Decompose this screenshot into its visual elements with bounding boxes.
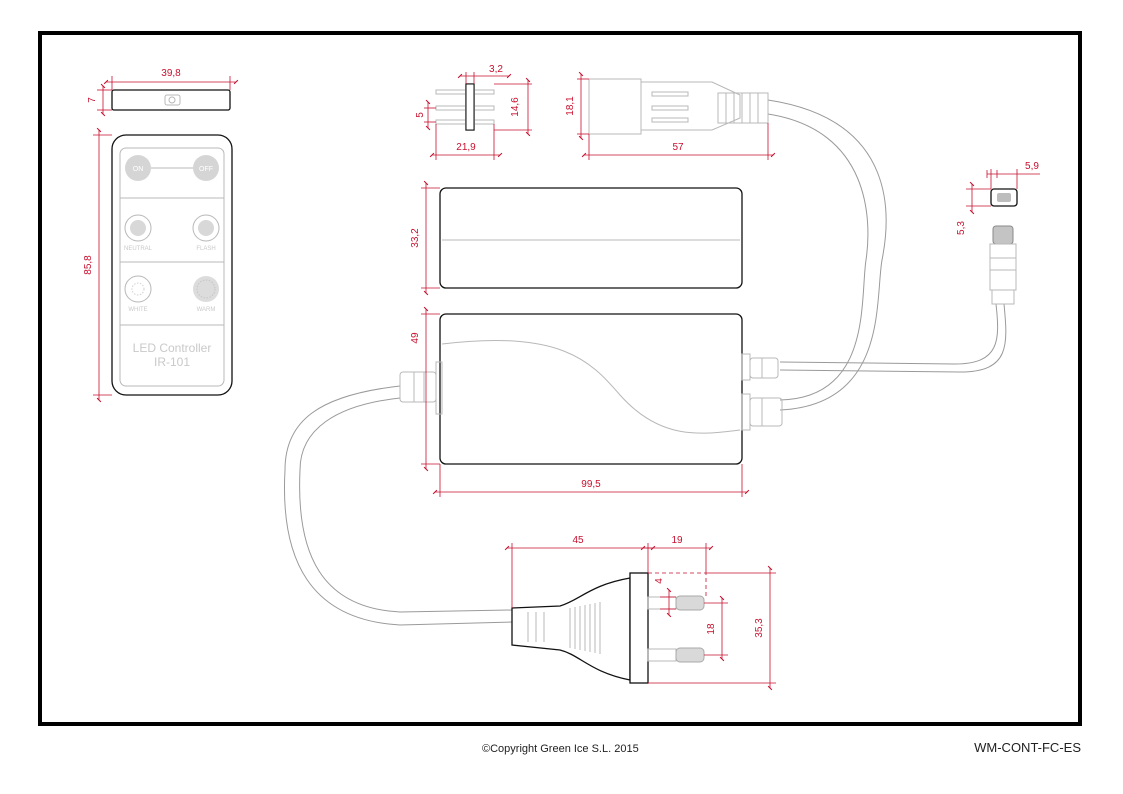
drawing-frame <box>38 31 1082 726</box>
power-cable-outer <box>283 385 513 626</box>
plug-pin-length-dimension: 19 <box>640 535 714 573</box>
dim-pin-width: 3,2 <box>489 64 503 75</box>
controller-height-dimension: 49 <box>410 306 440 472</box>
remote-on-button: ON <box>125 155 151 181</box>
remote-height-dimension: 85,8 <box>83 127 112 403</box>
controller-length-dimension: 99,5 <box>432 464 750 497</box>
dim-output-height: 18,1 <box>565 96 576 116</box>
output-cable-outer <box>767 99 887 411</box>
dim-ir-width: 5,9 <box>1025 161 1039 172</box>
output-connector <box>588 78 769 135</box>
ir-width-dimension: 5,9 <box>986 161 1040 189</box>
ir-height-dimension: 5,3 <box>956 181 991 235</box>
dim-pin-length: 21,9 <box>456 142 476 153</box>
remote-off-button: OFF <box>193 155 219 181</box>
ir-receiver-detail <box>990 188 1018 207</box>
output-cable-inner <box>767 113 869 401</box>
dim-pin-height: 14,6 <box>510 97 521 117</box>
pin-spacing-dimension: 5 <box>415 99 436 131</box>
plug-pin-spacing-dimension: 18 <box>704 595 728 662</box>
remote-front-view: ON OFF NEUTRAL FLASH WHITE WARM LED Cont… <box>111 134 233 396</box>
ir-cable-outer <box>779 303 1007 373</box>
pin-length-dimension: 21,9 <box>429 124 503 160</box>
dim-plug-pin-spacing: 18 <box>706 623 717 635</box>
remote-neutral-button: NEUTRAL <box>124 214 153 252</box>
controller-top-height-dimension: 33,2 <box>410 180 440 296</box>
remote-white-button: WHITE <box>124 275 152 313</box>
remote-width-dimension: 39,8 <box>103 68 239 90</box>
remote-on-label: ON <box>133 166 144 173</box>
dim-plug-pin-diameter: 4 <box>654 578 665 584</box>
remote-model-line2: IR-101 <box>154 355 190 369</box>
pin-height-dimension: 14,6 <box>494 77 532 137</box>
dim-remote-thickness: 7 <box>87 97 98 103</box>
remote-thickness-dimension: 7 <box>87 83 112 117</box>
remote-model-line1: LED Controller <box>133 341 212 355</box>
output-height-dimension: 18,1 <box>565 71 589 141</box>
dim-pin-spacing: 5 <box>415 112 426 118</box>
dim-plug-body-length: 45 <box>572 535 584 546</box>
remote-flash-button: FLASH <box>192 214 220 252</box>
remote-side-view <box>111 89 231 111</box>
dim-ir-height: 5,3 <box>956 221 967 235</box>
pin-width-dimension: 3,2 <box>457 64 512 84</box>
controller-top-view <box>439 187 743 289</box>
remote-neutral-label: NEUTRAL <box>124 246 153 252</box>
controller-front-view <box>399 313 783 465</box>
dim-plug-pin-length: 19 <box>671 535 683 546</box>
dim-remote-height: 85,8 <box>83 255 94 275</box>
output-length-dimension: 57 <box>581 123 776 160</box>
dim-output-length: 57 <box>672 142 684 153</box>
pin-connector <box>435 83 495 131</box>
remote-white-label: WHITE <box>128 307 147 313</box>
remote-flash-label: FLASH <box>196 246 215 252</box>
plug-height-dimension: 35,3 <box>648 565 776 691</box>
dim-controller-height: 49 <box>410 332 421 344</box>
dim-remote-width: 39,8 <box>161 68 181 79</box>
dim-controller-length: 99,5 <box>581 479 601 490</box>
copyright-text: ©Copyright Green Ice S.L. 2015 <box>482 743 639 755</box>
power-cable-inner <box>299 397 513 613</box>
remote-off-label: OFF <box>199 166 213 173</box>
dim-plug-height: 35,3 <box>754 618 765 638</box>
plug-pin-diameter-dimension: 4 <box>654 578 676 618</box>
ir-receiver <box>989 225 1017 305</box>
remote-warm-button: WARM <box>193 276 219 313</box>
dim-controller-top-height: 33,2 <box>410 228 421 248</box>
plug <box>511 572 707 684</box>
drawing-reference: WM-CONT-FC-ES <box>974 740 1081 755</box>
ir-cable-inner <box>779 303 999 365</box>
remote-warm-label: WARM <box>197 307 216 313</box>
